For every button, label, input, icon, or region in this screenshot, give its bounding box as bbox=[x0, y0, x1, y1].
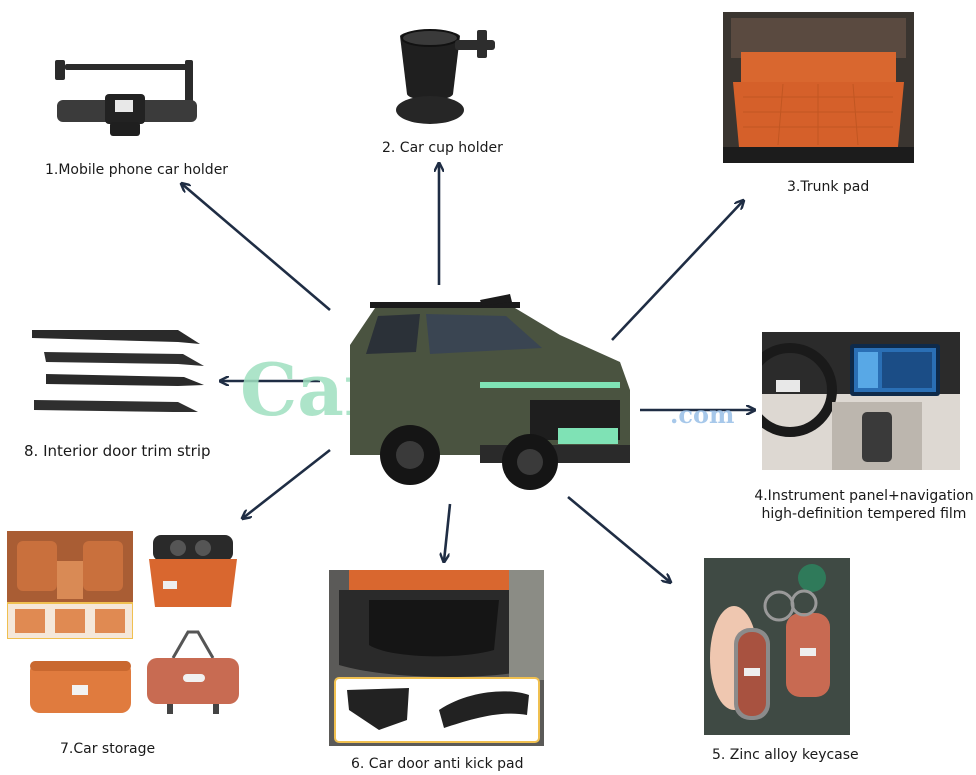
trunk-pad-icon bbox=[723, 12, 914, 163]
phone-holder-icon bbox=[55, 60, 197, 136]
kick-pad-icon bbox=[329, 570, 544, 746]
arrow-to-kick-pad bbox=[444, 503, 452, 561]
tissue-box-icon bbox=[147, 630, 239, 714]
storage-image-console bbox=[143, 531, 243, 613]
kick-pad-image bbox=[329, 570, 544, 746]
kick-pad-label: 6. Car door anti kick pad bbox=[351, 756, 524, 772]
keycase-icon bbox=[704, 558, 850, 735]
storage-image-tissue bbox=[143, 628, 243, 718]
arrow-to-trunk-pad bbox=[611, 201, 743, 341]
suv-icon bbox=[350, 294, 630, 490]
keycase-label: 5. Zinc alloy keycase bbox=[712, 747, 859, 763]
keycase-image bbox=[704, 558, 850, 735]
phone-holder-image bbox=[45, 52, 205, 142]
cup-holder-image bbox=[385, 22, 505, 132]
trim-strip-image bbox=[28, 322, 208, 417]
dashboard-film-image bbox=[762, 332, 960, 470]
seat-gap-box-icon bbox=[30, 661, 131, 713]
storage-image-seats bbox=[7, 531, 133, 639]
storage-box-icon bbox=[7, 531, 133, 639]
dashboard-film-label-line1: 4.Instrument panel+navigation bbox=[754, 488, 974, 504]
phone-holder-label: 1.Mobile phone car holder bbox=[45, 162, 229, 178]
arrow-to-phone-holder bbox=[182, 184, 331, 311]
trim-strip-label: 8. Interior door trim strip bbox=[24, 442, 211, 460]
dashboard-film-label: 4.Instrument panel+navigation high-defin… bbox=[752, 487, 976, 523]
dashboard-film-label-line2: high-definition tempered film bbox=[761, 506, 967, 522]
trunk-pad-label: 3.Trunk pad bbox=[787, 179, 870, 195]
storage-label: 7.Car storage bbox=[60, 741, 156, 757]
cup-holder-icon bbox=[396, 29, 495, 124]
storage-image-box bbox=[28, 657, 133, 717]
dashboard-film-icon bbox=[762, 332, 960, 470]
console-box-icon bbox=[149, 535, 237, 607]
trunk-pad-image bbox=[723, 12, 914, 163]
cup-holder-label: 2. Car cup holder bbox=[382, 140, 503, 156]
arrow-to-keycase bbox=[567, 496, 670, 582]
trim-strip-icon bbox=[32, 330, 204, 412]
arrow-to-storage bbox=[243, 448, 331, 518]
car-image bbox=[330, 290, 640, 500]
